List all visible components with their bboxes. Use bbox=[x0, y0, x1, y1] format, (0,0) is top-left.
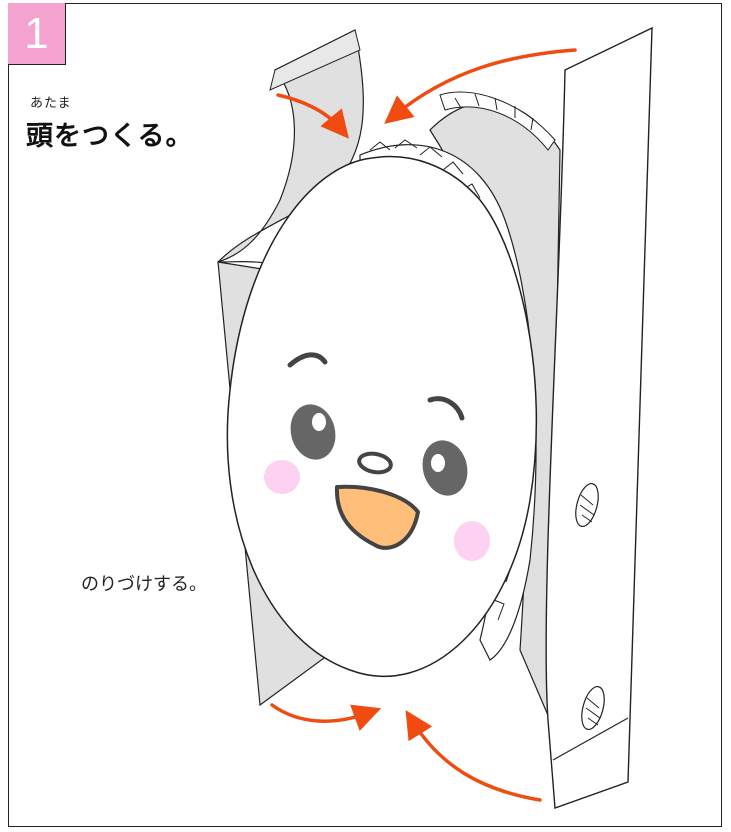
curved-arrow-icon bbox=[270, 703, 382, 731]
step-title: 頭をつくる。 bbox=[26, 121, 194, 152]
head-face bbox=[226, 155, 538, 677]
right-eyebrow bbox=[427, 396, 465, 421]
right-cheek bbox=[454, 521, 490, 561]
right-eye bbox=[422, 440, 468, 496]
curved-arrow-icon bbox=[276, 93, 349, 139]
step-frame bbox=[8, 3, 722, 827]
title-ruby: あたま bbox=[30, 96, 72, 111]
left-eyebrow bbox=[287, 352, 328, 368]
left-cheek bbox=[264, 460, 300, 494]
glue-arrows bbox=[270, 48, 577, 802]
curved-arrow-icon bbox=[384, 48, 577, 124]
nose bbox=[357, 451, 393, 475]
step-number-badge: 1 bbox=[8, 3, 66, 65]
glue-instruction: のりづけする。 bbox=[81, 574, 207, 595]
mouth bbox=[334, 484, 420, 550]
curved-arrow-icon bbox=[405, 710, 542, 802]
